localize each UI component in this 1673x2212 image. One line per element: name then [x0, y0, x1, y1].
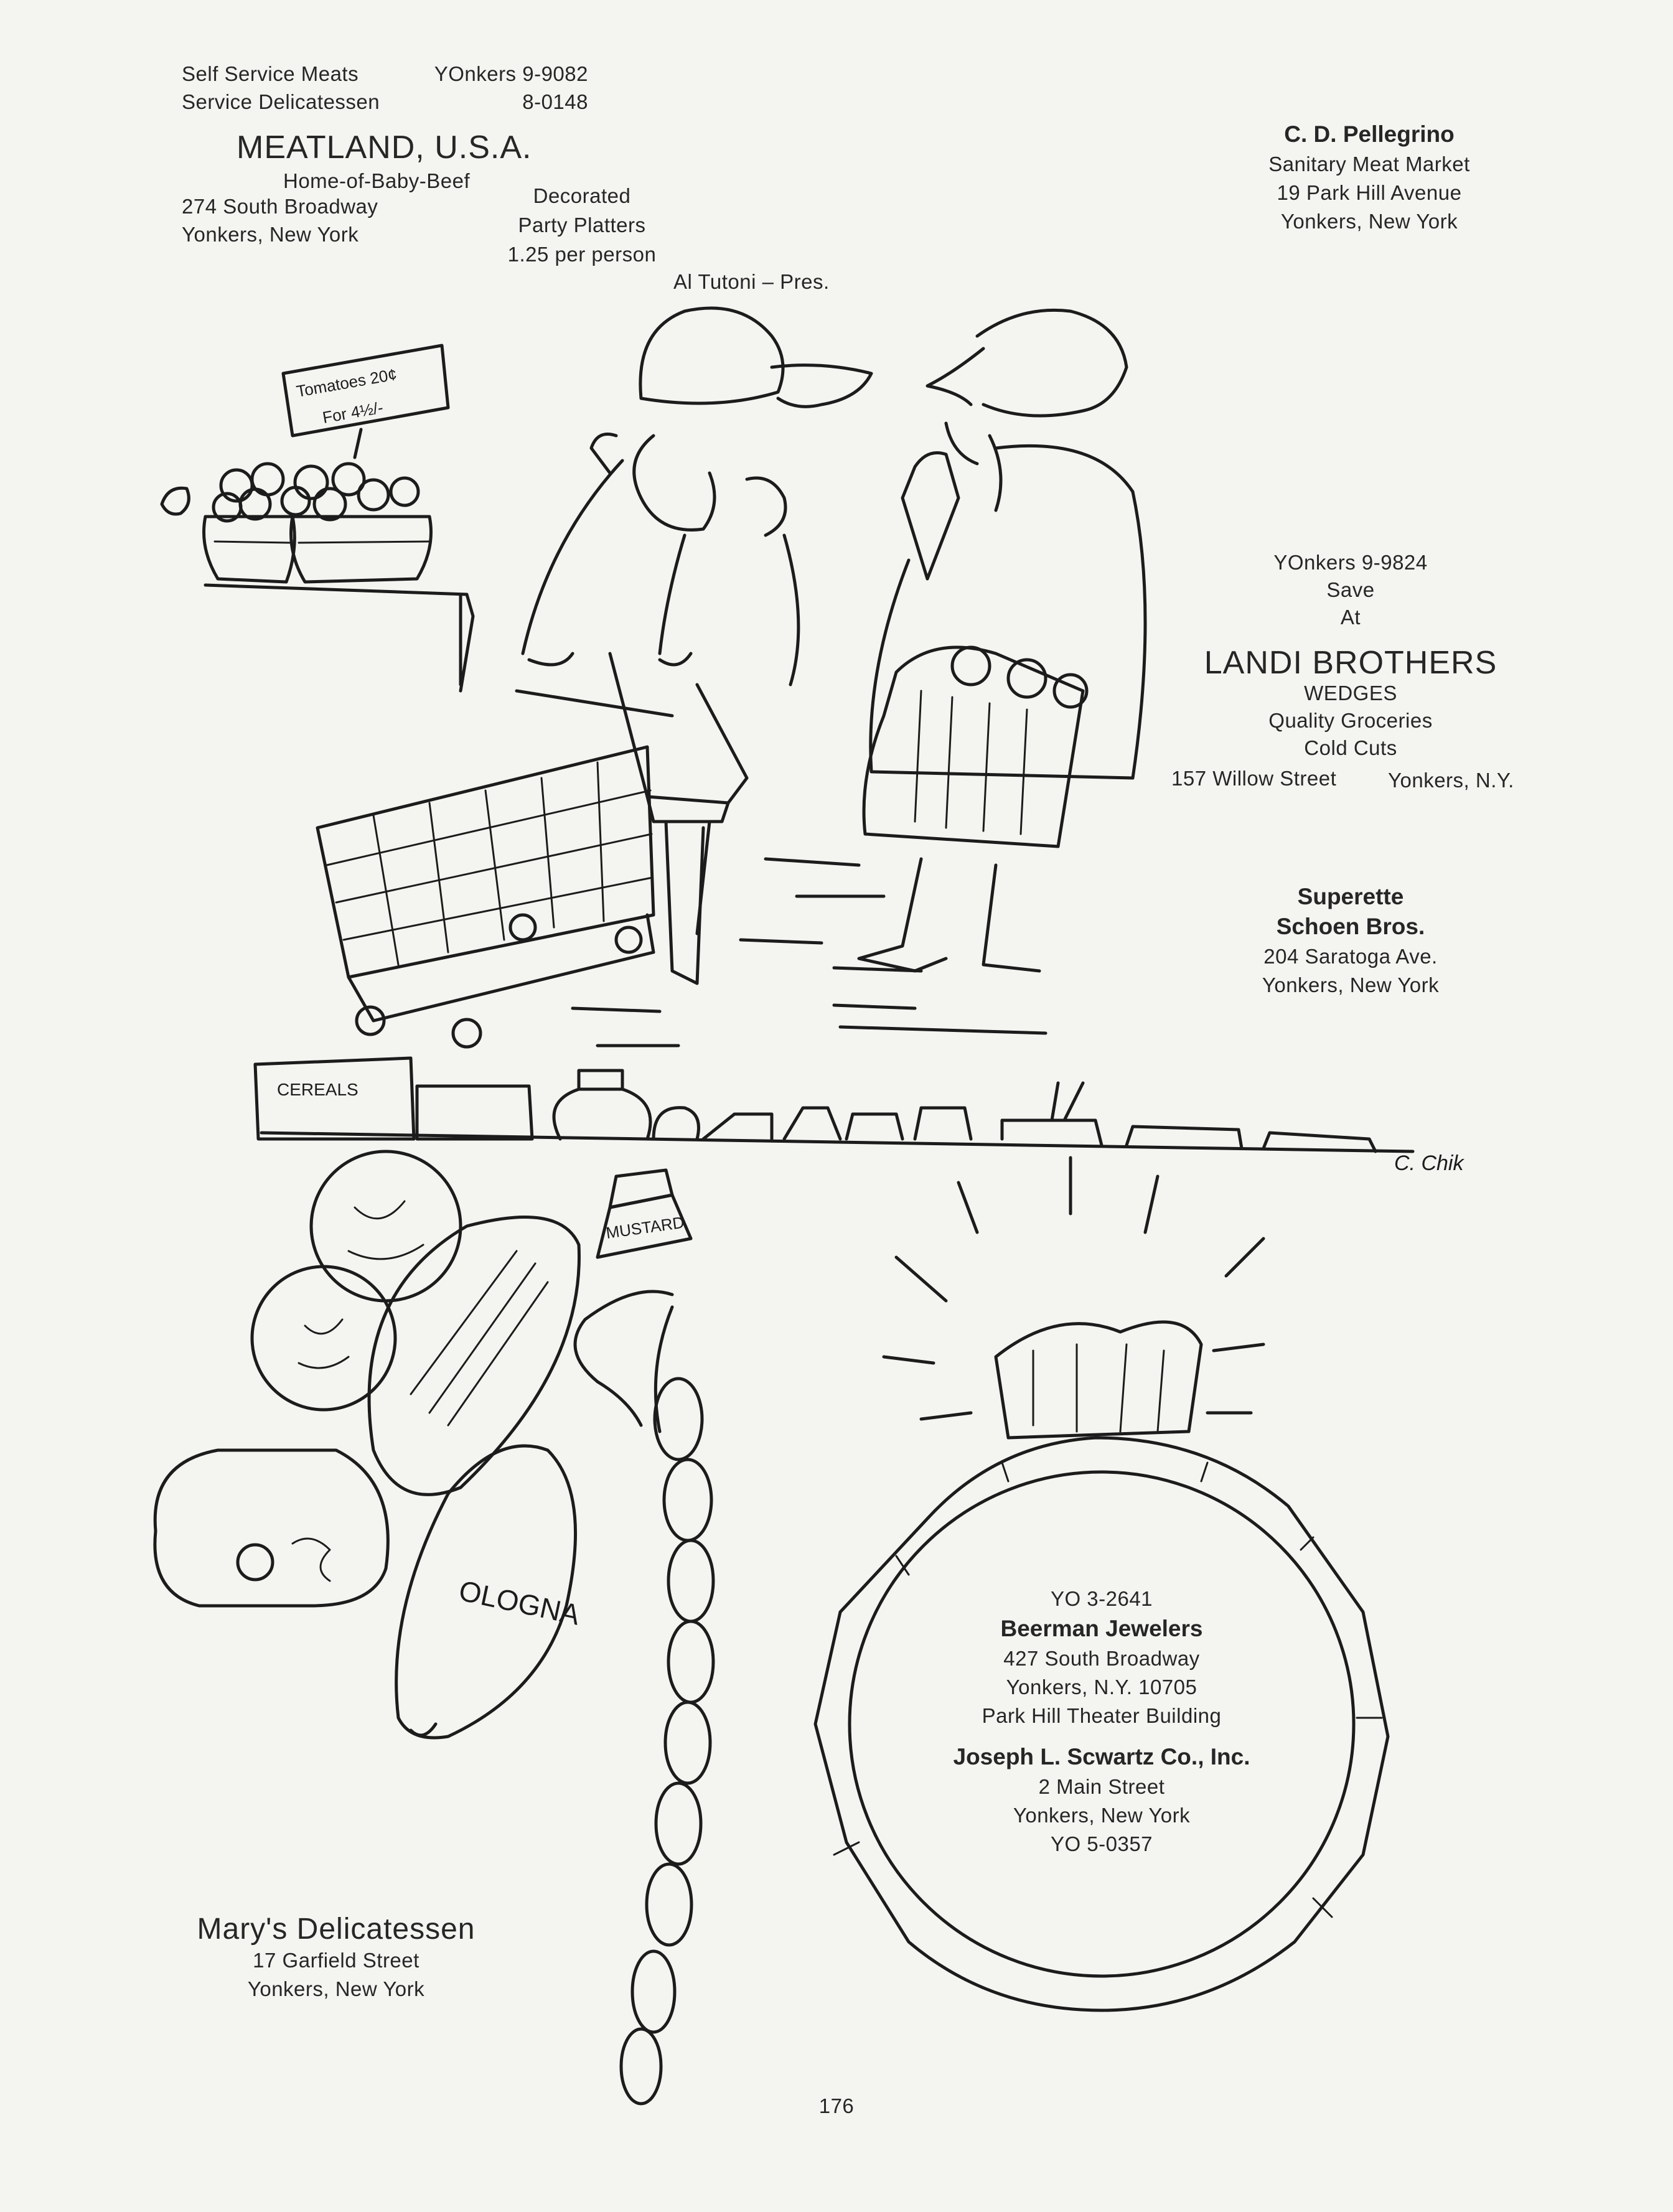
superette-name-1: Superette: [1297, 884, 1404, 909]
landi-at: At: [1340, 606, 1361, 629]
landi-city: Yonkers, N.Y.: [1388, 769, 1514, 792]
meatland-phone-2: 8-0148: [522, 90, 588, 113]
beerman-ad: YO 3-2641 Beerman Jewelers 427 South Bro…: [915, 1587, 1288, 1856]
superette-line: 204 Saratoga Ave.: [1263, 945, 1438, 968]
cereals-box: [253, 1056, 416, 1141]
meatland-platters-line: 1.25 per person: [507, 243, 657, 266]
grocery-shelf-drawing: CEREALS C. Chik: [253, 1056, 1464, 1175]
landi-phone: YOnkers 9-9824: [1273, 551, 1428, 574]
svg-text:MUSTARD: MUSTARD: [605, 1213, 686, 1242]
page-number: 176: [818, 2094, 855, 2117]
meatland-president: Al Tutoni – Pres.: [673, 270, 830, 293]
schwartz-name: Joseph L. Scwartz Co., Inc.: [953, 1744, 1250, 1769]
marys-line: 17 Garfield Street: [253, 1949, 419, 1972]
meatland-service-line-2: Service Delicatessen: [182, 90, 380, 113]
landi-line: Cold Cuts: [1304, 736, 1397, 759]
landi-street: 157 Willow Street: [1171, 767, 1337, 790]
tomato-stand-drawing: Tomatoes 20¢ For 4½/-: [160, 344, 475, 693]
pellegrino-line: Yonkers, New York: [1280, 210, 1458, 233]
meatland-platters-line: Party Platters: [518, 213, 646, 237]
beerman-phone: YO 3-2641: [1050, 1587, 1153, 1610]
svg-text:C. Chik: C. Chik: [1394, 1151, 1464, 1175]
meatland-platters-line: Decorated: [533, 184, 631, 207]
motion-lines: [571, 857, 1047, 1047]
marys-title: Mary's Delicatessen: [197, 1913, 476, 1946]
marys-line: Yonkers, New York: [247, 1977, 425, 2000]
superette-name-2: Schoen Bros.: [1276, 914, 1425, 939]
pellegrino-line: 19 Park Hill Avenue: [1277, 181, 1462, 204]
ring-sparkle-lines: [882, 1156, 1265, 1421]
superette-line: Yonkers, New York: [1262, 973, 1440, 996]
meatland-service-line-1: Self Service Meats: [182, 62, 359, 85]
pellegrino-line: Sanitary Meat Market: [1268, 152, 1470, 176]
beerman-name: Beerman Jewelers: [1000, 1616, 1203, 1641]
landi-body: LANDI BROTHERS WEDGES Quality Groceries …: [1164, 644, 1537, 760]
meatland-address: 274 South Broadway: [182, 195, 378, 218]
woman-with-bag-drawing: [857, 308, 1147, 973]
pellegrino-name: C. D. Pellegrino: [1284, 121, 1455, 147]
meatland-tagline: Home-of-Baby-Beef: [283, 169, 471, 192]
svg-text:CEREALS: CEREALS: [277, 1080, 358, 1099]
landi-line: Quality Groceries: [1268, 709, 1433, 732]
schwartz-line: 2 Main Street: [1038, 1775, 1165, 1798]
diamond-ring-drawing: [813, 1320, 1390, 2012]
svg-text:For 4½/-: For 4½/-: [321, 398, 385, 427]
pellegrino-ad: C. D. Pellegrino Sanitary Meat Market 19…: [1251, 121, 1488, 233]
landi-line: WEDGES: [1304, 682, 1397, 705]
landi-title: LANDI BROTHERS: [1204, 645, 1497, 681]
schwartz-line: YO 5-0357: [1050, 1832, 1153, 1855]
svg-text:OLOGNA: OLOGNA: [456, 1574, 583, 1631]
beerman-line: Yonkers, N.Y. 10705: [1006, 1675, 1197, 1699]
landi-save: Save: [1326, 578, 1375, 601]
woman-with-cart-drawing: [316, 306, 873, 1049]
beerman-line: Park Hill Theater Building: [982, 1704, 1222, 1727]
meatland-platters: Decorated Party Platters 1.25 per person: [492, 184, 672, 266]
schwartz-line: Yonkers, New York: [1013, 1804, 1191, 1827]
meatland-phone-1: YOnkers 9-9082: [434, 62, 588, 85]
superette-ad: Superette Schoen Bros. 204 Saratoga Ave.…: [1214, 884, 1488, 997]
meatland-city: Yonkers, New York: [182, 223, 359, 246]
marys-ad: Mary's Delicatessen 17 Garfield Street Y…: [168, 1912, 504, 2001]
tomato-price-sign: [281, 344, 450, 438]
beerman-line: 427 South Broadway: [1003, 1647, 1200, 1670]
landi-header: YOnkers 9-9824 Save At: [1195, 551, 1506, 629]
meatland-title: MEATLAND, U.S.A.: [237, 129, 532, 166]
